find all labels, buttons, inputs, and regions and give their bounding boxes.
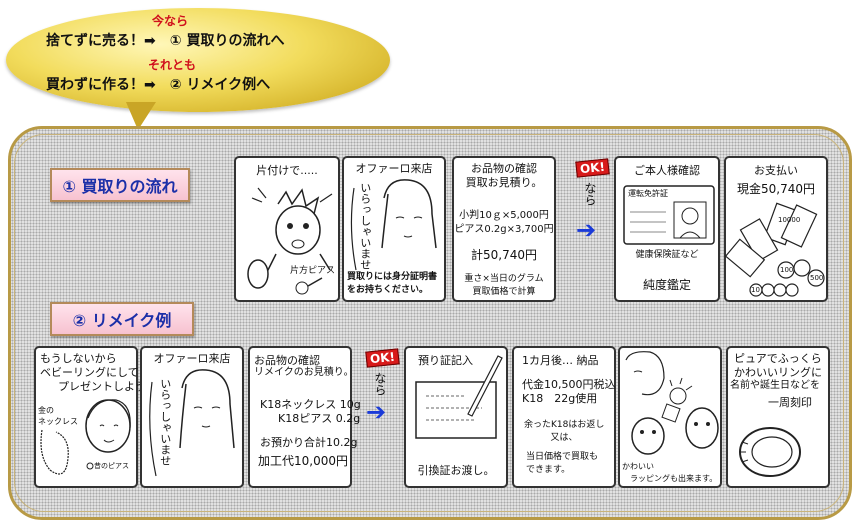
welcome-vertical-text: いらっしゃいませ: [158, 378, 172, 466]
nara-text: なら: [373, 372, 387, 396]
delivery-line5: 当日価格で買取も: [526, 452, 599, 462]
link-to-remake-example[interactable]: 買わずに作る！➡ ② リメイク例へ: [46, 77, 271, 93]
engrave-line2: かわいいリングに: [734, 366, 822, 379]
delivery-line2: K18 22g使用: [522, 392, 598, 405]
remake-line3: お預かり合計10.2g: [260, 436, 358, 449]
welcome-vertical-text: いらっしゃいませ: [358, 182, 372, 270]
estimate-foot1: 重さ×当日のグラム: [464, 274, 544, 284]
family-with-gift-illustration: [625, 351, 719, 455]
delivery-line6: できます。: [526, 465, 571, 475]
step-store-visit: オファーロ来店 いらっしゃいませ 買取りには身分証明書 をお持ちください。: [342, 156, 446, 302]
writing-receipt-illustration: [415, 355, 503, 439]
engrave-line3: 名前や誕生日などを: [730, 380, 820, 391]
coin-100-label: 100: [780, 266, 794, 274]
section-purchase-flow-label: ① 買取りの流れ: [50, 168, 190, 202]
earring-caption: 昔のピアス: [94, 462, 129, 470]
delivery-line3: 余ったK18はお返し: [524, 420, 605, 430]
ok-badge: OK!: [365, 348, 400, 368]
license-card-illustration: [623, 185, 715, 245]
step-identity-check: ご本人様確認 運転免許証 健康保険証など 純度鑑定: [614, 156, 720, 302]
delivery-line4: 又は、: [550, 433, 578, 443]
payment-title1: お支払い: [754, 164, 798, 177]
remake-total: 加工代10,000円: [258, 454, 348, 468]
navigation-bubble: [6, 8, 390, 112]
necklace-caption2: ネックレス: [38, 417, 78, 426]
remake-delivery: 1カ月後… 納品 代金10,500円税込 K18 22g使用 余ったK18はお返…: [512, 346, 616, 488]
wrapping-caption1: かわいい: [622, 462, 654, 471]
main-panel-inner: [14, 134, 844, 512]
remake-line1: K18ネックレス 10g: [260, 398, 361, 411]
delivery-line1: 代金10,500円税込: [522, 378, 616, 391]
step-title: 片付けで.....: [256, 164, 318, 177]
remake-receipt: 預り証記入 引換証お渡し。: [404, 346, 508, 488]
link-to-purchase-flow[interactable]: 捨てずに売る！➡ ① 買取りの流れへ: [46, 33, 285, 49]
insurance-text: 健康保険証など: [635, 250, 699, 260]
ring-caption: 片方ピアス: [290, 266, 336, 276]
necklace-caption1: 金の: [38, 406, 54, 415]
woman-illustration: [40, 399, 131, 475]
cash-illustration: [724, 202, 825, 297]
next-arrow-icon: ➔: [576, 216, 597, 244]
step-title: オファーロ来店: [153, 352, 231, 365]
id-note-line2: をお持ちください。: [347, 285, 429, 295]
estimate-total: 計50,740円: [471, 248, 537, 262]
bubble-small-now: 今なら: [152, 14, 189, 28]
coin-10-label: 10: [751, 286, 760, 294]
purity-check-text: 純度鑑定: [642, 278, 691, 292]
remake-estimate-title1: お品物の確認: [254, 354, 320, 367]
estimate-line1: 小判10ｇ×5,000円: [459, 210, 549, 221]
step-payment: お支払い 現金50,740円 10000 100 500 10: [724, 156, 828, 302]
baby-ring-illustration: [739, 427, 801, 477]
step-estimate: お品物の確認 買取お見積り。 小判10ｇ×5,000円 ピアス0.2g×3,70…: [452, 156, 556, 302]
license-label: 運転免許証: [628, 189, 668, 198]
bill-label: 10000: [778, 216, 801, 224]
section-remake-label: ② リメイク例: [50, 302, 194, 336]
idea-line2: ベビーリングにして: [40, 366, 139, 379]
step-tidy-up: 片付けで..... 片方ピアス: [234, 156, 340, 302]
remake-store-visit: オファーロ来店 いらっしゃいませ: [140, 346, 244, 488]
id-note-line1: 買取りには身分証明書: [347, 272, 438, 282]
nara-text: なら: [583, 182, 597, 206]
remake-line2: K18ピアス 0.2g: [278, 412, 361, 425]
identity-title: ご本人様確認: [634, 164, 700, 177]
angry-person-illustration: [247, 187, 333, 295]
engrave-line1: ピュアでふっくら: [734, 352, 822, 365]
ok-badge: OK!: [575, 158, 610, 178]
receipt-foot: 引換証お渡し。: [417, 464, 495, 477]
engrave-line4: 一周刻印: [768, 396, 812, 409]
remake-idea: もうしないから ベビーリングにして プレゼントしよう 金の ネックレス 昔のピア…: [34, 346, 146, 488]
estimate-title1: お品物の確認: [471, 162, 537, 175]
coin-500-label: 500: [810, 274, 824, 282]
next-arrow-icon: ➔: [366, 398, 387, 426]
step-title: オファーロ来店: [355, 162, 433, 175]
delivery-title: 1カ月後… 納品: [522, 354, 599, 367]
bubble-tail: [126, 102, 156, 130]
idea-line3: プレゼントしよう: [58, 380, 146, 393]
remake-estimate: お品物の確認 リメイクのお見積り。 K18ネックレス 10g K18ピアス 0.…: [248, 346, 361, 488]
remake-estimate-title2: リメイクのお見積り。: [254, 367, 354, 378]
estimate-title2: 買取お見積り。: [465, 176, 543, 189]
idea-line1: もうしないから: [40, 352, 117, 365]
staff-illustration: [149, 369, 235, 477]
receipt-title: 預り証記入: [418, 354, 473, 367]
payment-title2: 現金50,740円: [737, 182, 815, 196]
staff-illustration: [350, 179, 437, 271]
estimate-line2: ピアス0.2g×3,700円: [454, 224, 554, 235]
remake-wrapping: かわいい ラッピングも出来ます。: [618, 346, 722, 488]
remake-engraving: ピュアでふっくら かわいいリングに 名前や誕生日などを 一周刻印: [726, 346, 830, 488]
estimate-foot2: 買取価格で計算: [472, 287, 536, 297]
bubble-small-or: それとも: [148, 58, 197, 72]
wrapping-caption2: ラッピングも出来ます。: [630, 474, 718, 483]
